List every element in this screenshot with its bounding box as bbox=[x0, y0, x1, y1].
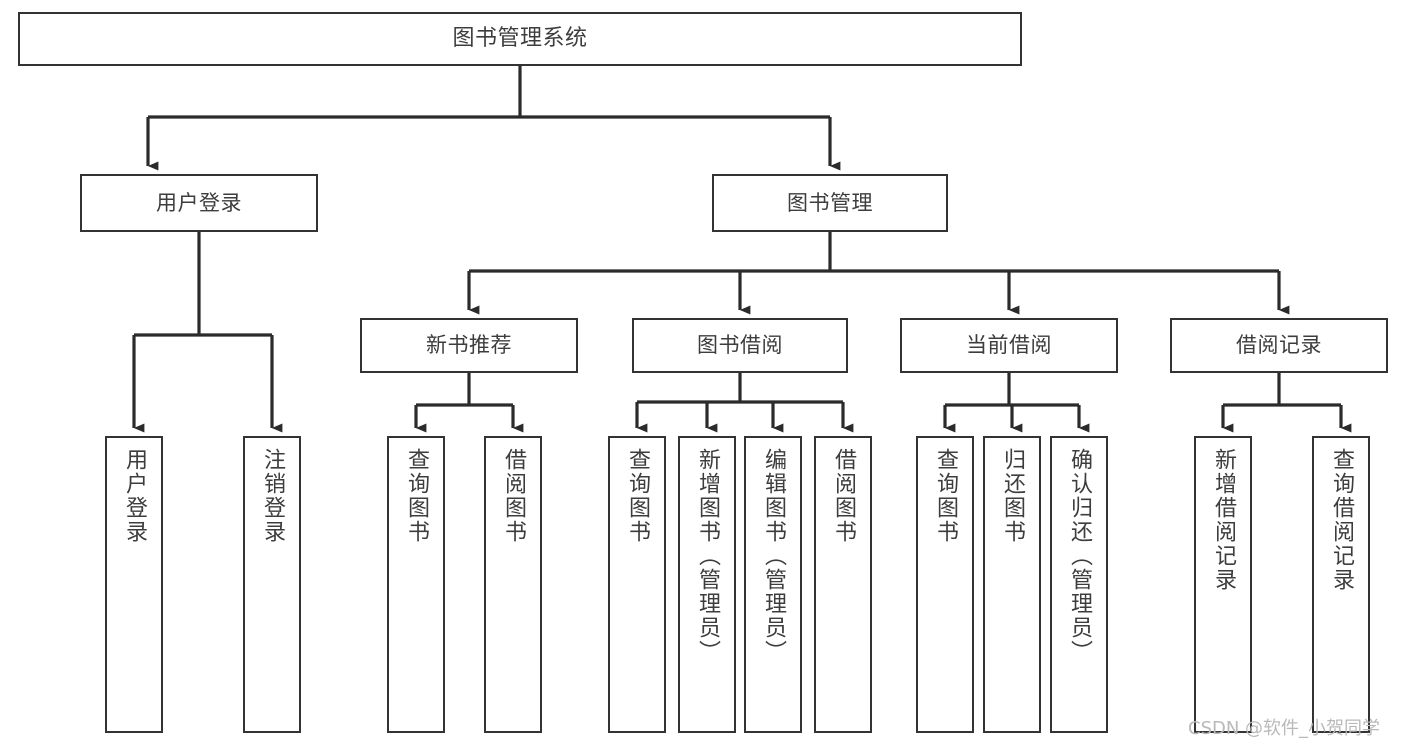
node-label: 用户登录 bbox=[156, 190, 242, 215]
leaf-node-query-book-2[interactable]: 查询图书 bbox=[608, 436, 666, 733]
node-label: 图书管理系统 bbox=[452, 26, 588, 52]
node-borrow-record[interactable]: 借阅记录 bbox=[1170, 318, 1388, 373]
node-label: 借阅图书 bbox=[501, 448, 526, 544]
leaf-node-borrow-book-1[interactable]: 借阅图书 bbox=[484, 436, 542, 733]
node-book-borrow[interactable]: 图书借阅 bbox=[632, 318, 848, 373]
leaf-node-return-book[interactable]: 归还图书 bbox=[983, 436, 1041, 733]
leaf-node-query-book-1[interactable]: 查询图书 bbox=[387, 436, 445, 733]
node-label: 借阅记录 bbox=[1236, 333, 1322, 358]
node-label: 确认归还（管理员） bbox=[1067, 448, 1092, 664]
node-book-management[interactable]: 图书管理 bbox=[712, 174, 948, 232]
node-label: 查询图书 bbox=[933, 448, 958, 544]
node-user-login[interactable]: 用户登录 bbox=[80, 174, 318, 232]
leaf-node-add-borrow-record[interactable]: 新增借阅记录 bbox=[1194, 436, 1252, 733]
node-label: 查询图书 bbox=[625, 448, 650, 544]
node-label: 当前借阅 bbox=[966, 333, 1052, 358]
node-root-book-management-system[interactable]: 图书管理系统 bbox=[18, 12, 1022, 66]
node-label: 新书推荐 bbox=[426, 333, 512, 358]
node-current-borrow[interactable]: 当前借阅 bbox=[900, 318, 1118, 373]
node-label: 注销登录 bbox=[260, 448, 285, 544]
node-label: 查询借阅记录 bbox=[1329, 448, 1354, 592]
leaf-node-query-borrow-record[interactable]: 查询借阅记录 bbox=[1312, 436, 1370, 733]
leaf-node-confirm-return[interactable]: 确认归还（管理员） bbox=[1050, 436, 1108, 733]
leaf-node-borrow-book-2[interactable]: 借阅图书 bbox=[814, 436, 872, 733]
node-label: 用户登录 bbox=[122, 448, 147, 544]
node-label: 新增图书（管理员） bbox=[695, 448, 720, 664]
leaf-node-query-book-3[interactable]: 查询图书 bbox=[916, 436, 974, 733]
node-label: 图书借阅 bbox=[697, 333, 783, 358]
node-new-book-recommend[interactable]: 新书推荐 bbox=[360, 318, 578, 373]
node-label: 编辑图书（管理员） bbox=[761, 448, 786, 664]
node-label: 借阅图书 bbox=[831, 448, 856, 544]
leaf-node-logout[interactable]: 注销登录 bbox=[243, 436, 301, 733]
leaf-node-edit-book[interactable]: 编辑图书（管理员） bbox=[744, 436, 802, 733]
leaf-node-add-book[interactable]: 新增图书（管理员） bbox=[678, 436, 736, 733]
node-label: 查询图书 bbox=[404, 448, 429, 544]
node-label: 图书管理 bbox=[787, 190, 873, 215]
node-label: 归还图书 bbox=[1000, 448, 1025, 544]
node-label: 新增借阅记录 bbox=[1211, 448, 1236, 592]
csdn-watermark: CSDN @软件_小贺同学 bbox=[1188, 718, 1381, 739]
leaf-node-user-login[interactable]: 用户登录 bbox=[105, 436, 163, 733]
